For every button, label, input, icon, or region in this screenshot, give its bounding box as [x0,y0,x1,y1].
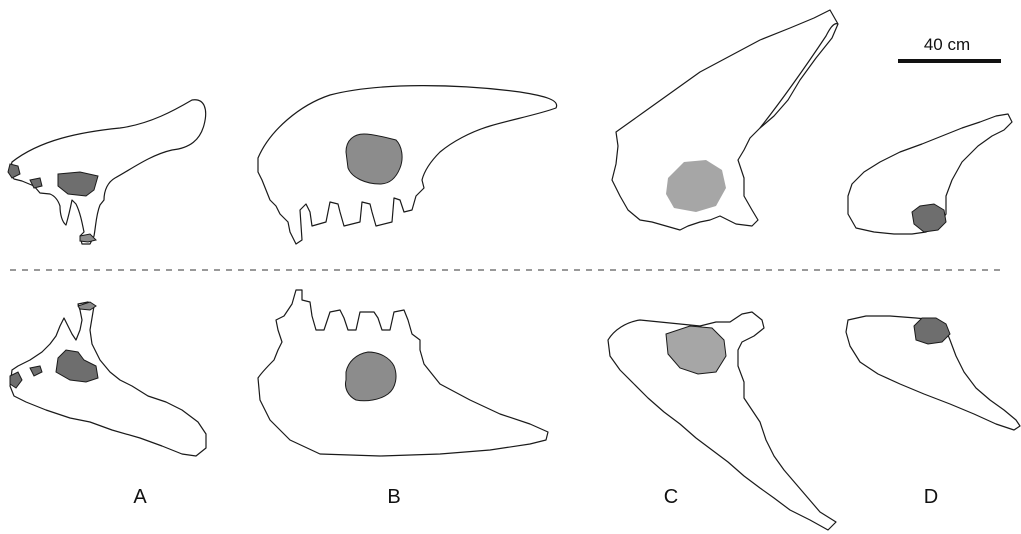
specimen-b-upper [258,86,557,244]
specimen-b-lower [258,290,548,456]
specimen-d-lower [846,316,1020,430]
specimen-d-upper [848,114,1012,234]
scale-bar-group: 40 cm [898,35,1001,61]
scale-bar-label: 40 cm [924,35,970,54]
specimen-a-upper [8,100,206,244]
specimen-c-upper [612,10,838,230]
specimen-c-lower [608,312,836,530]
panel-label-c: C [664,486,678,508]
panel-label-a: A [133,486,147,508]
panel-label-d: D [924,486,938,508]
specimen-a-lower [10,302,206,456]
panel-label-b: B [387,486,400,508]
